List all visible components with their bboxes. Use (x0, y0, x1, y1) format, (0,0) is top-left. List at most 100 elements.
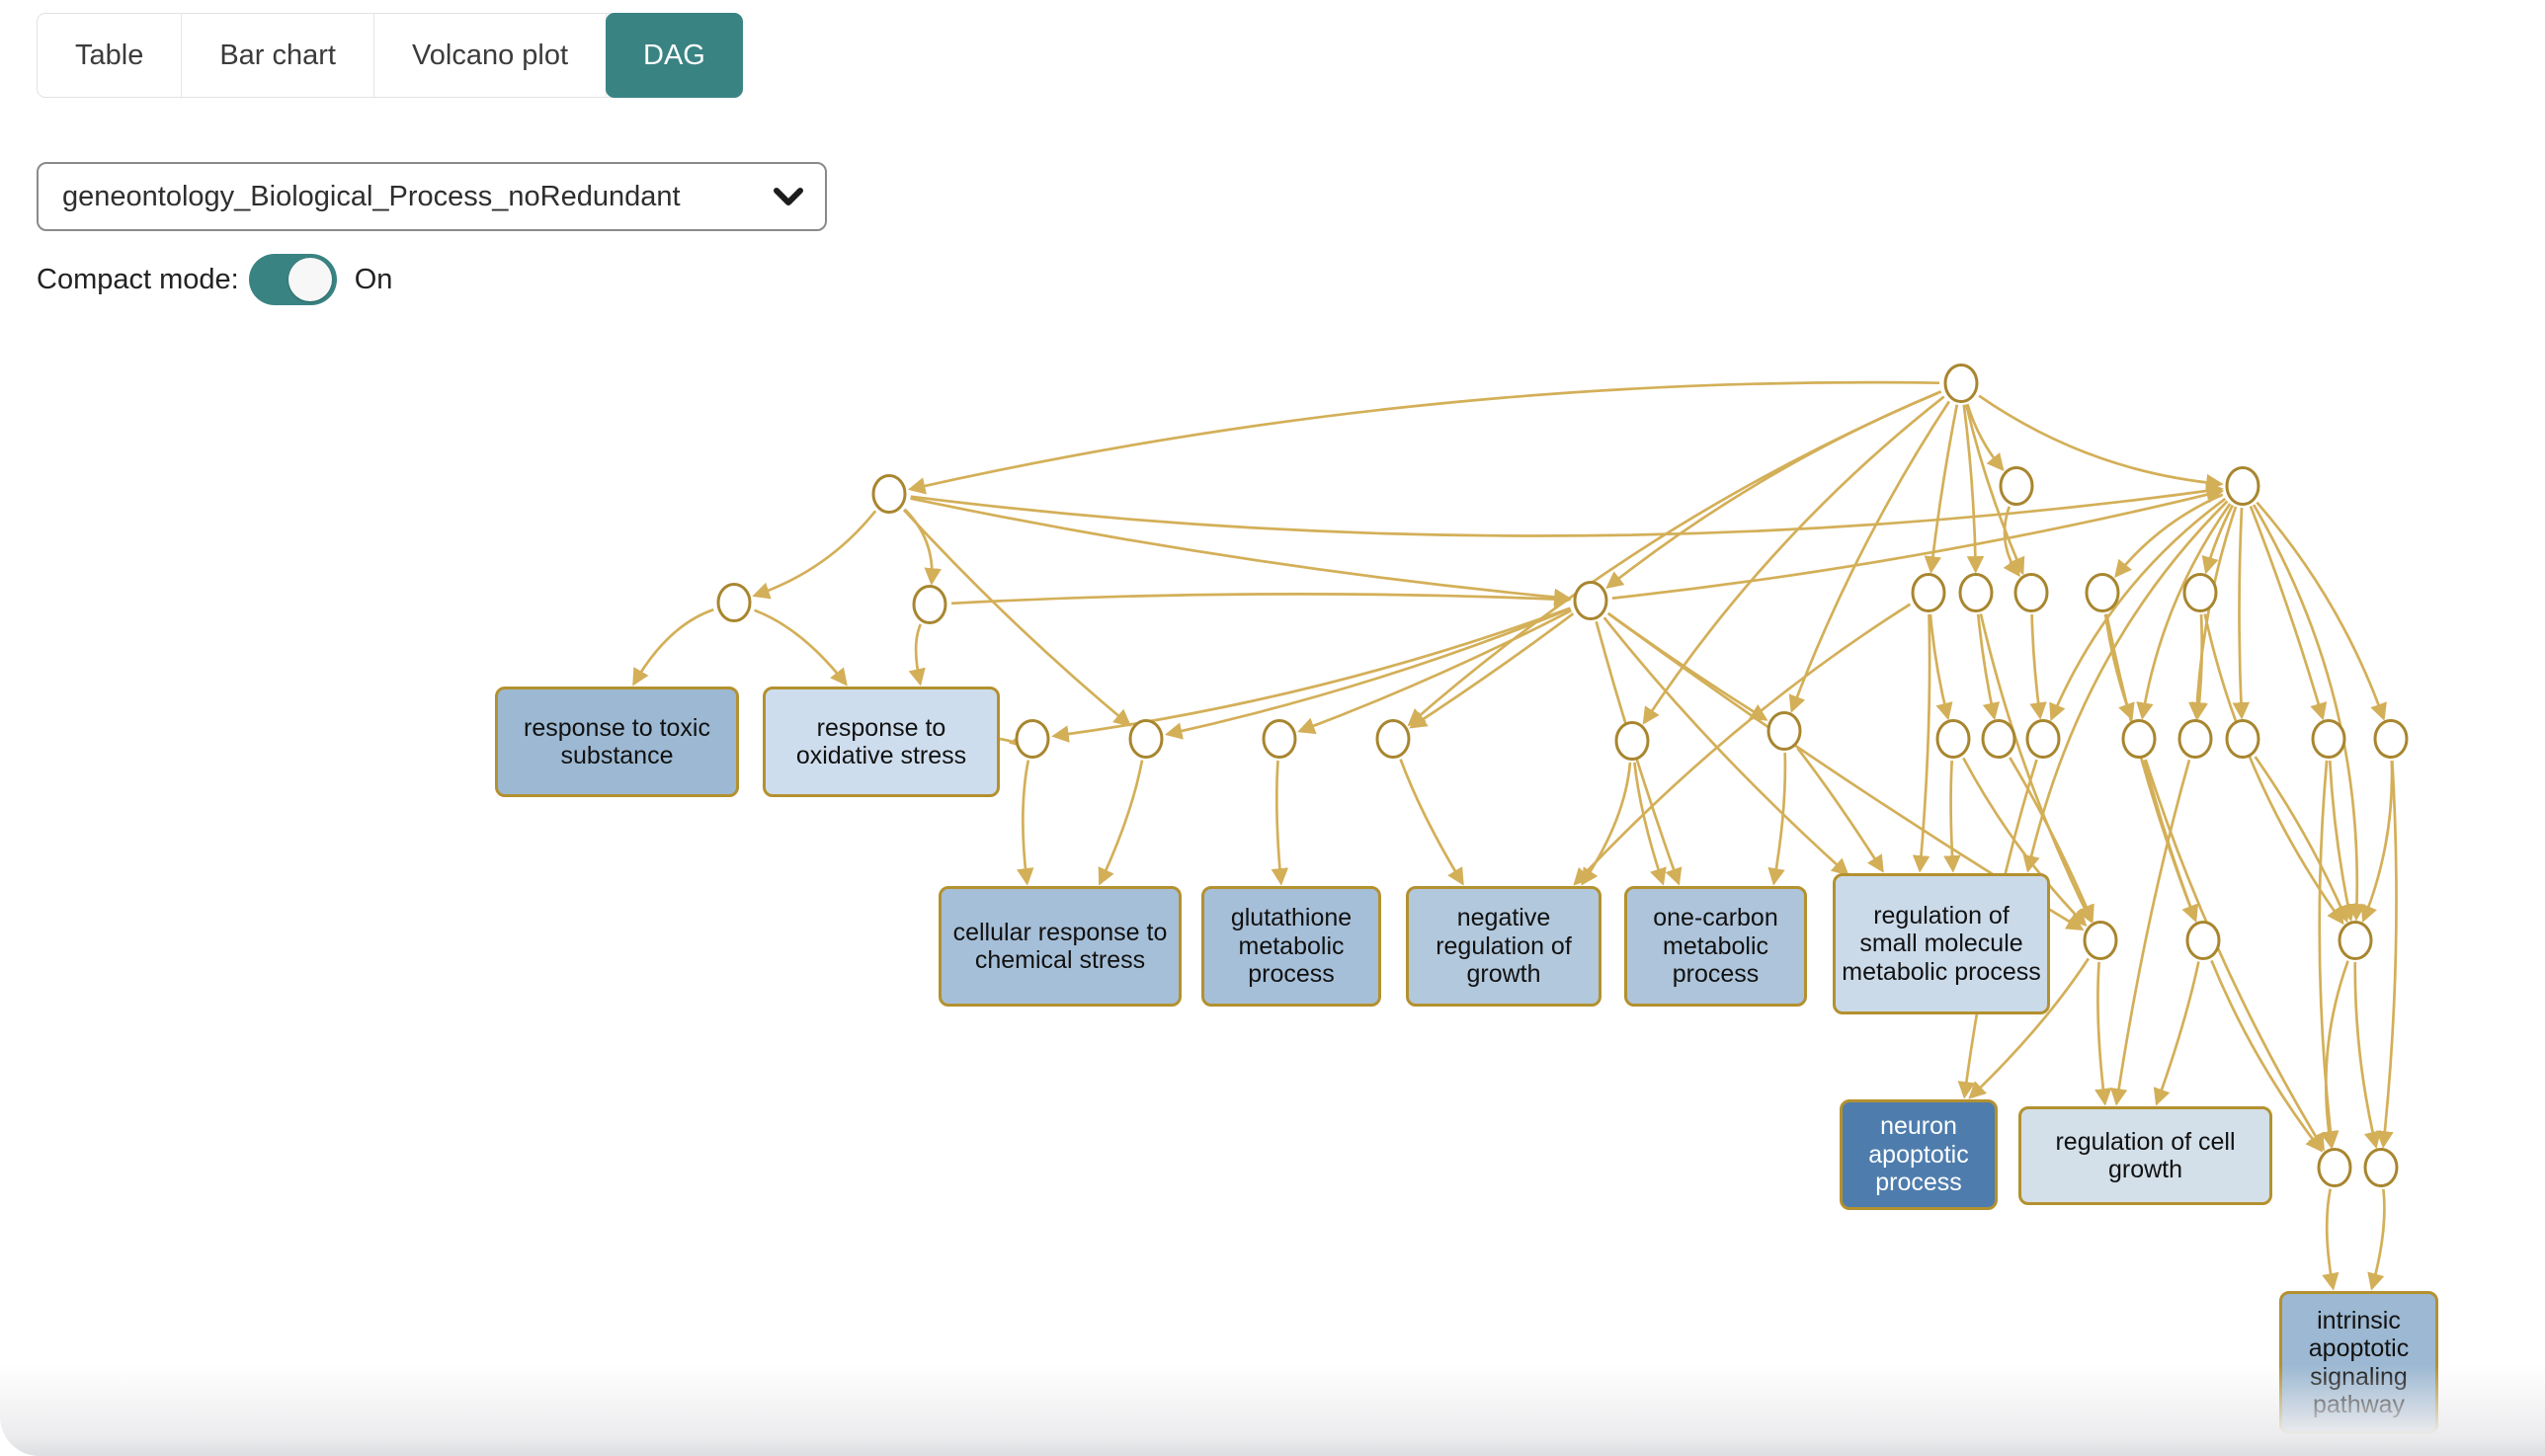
dag-edge (903, 508, 942, 586)
dag-edge (2094, 961, 2112, 1106)
dag-circle-nodes (716, 364, 2409, 1187)
dag-edge (2144, 759, 2325, 1152)
dag-node-B12[interactable] (2225, 719, 2260, 759)
dag-node-B9[interactable] (2025, 719, 2061, 759)
dag-edge (950, 590, 1572, 608)
dag-node-B2[interactable] (1128, 719, 1164, 759)
dag-edge (2104, 613, 2198, 923)
dag-node-RH[interactable] (2225, 466, 2260, 506)
dag-edge (2136, 503, 2232, 720)
tab-volcano-plot[interactable]: Volcano plot (374, 14, 608, 97)
dag-edge (2353, 961, 2382, 1150)
enrichment-database-select[interactable]: geneontology_Biological_Process_noRedund… (37, 162, 827, 231)
dag-node-B3[interactable] (1262, 719, 1297, 759)
dag-box-BX2[interactable]: response to oxidative stress (763, 687, 1000, 797)
dag-node-LH[interactable] (871, 474, 907, 514)
compact-mode-row: Compact mode: On (37, 253, 392, 306)
dag-box-BX3[interactable]: cellular response to chemical stress (939, 886, 1182, 1007)
dag-edge (754, 608, 848, 687)
tab-bar-chart[interactable]: Bar chart (182, 14, 374, 97)
enrichment-database-value: geneontology_Biological_Process_noRedund… (62, 180, 681, 212)
dag-box-BX5[interactable]: negative regulation of growth (1406, 886, 1601, 1007)
dag-node-B13[interactable] (2311, 719, 2346, 759)
dag-edge (1943, 760, 1961, 873)
dag-edge (2022, 500, 2229, 873)
dag-edge (1607, 611, 1768, 721)
page-bottom-fade (0, 1365, 2545, 1456)
dag-edge (2320, 960, 2349, 1149)
dag-edge (2249, 506, 2328, 721)
dag-node-H3[interactable] (1573, 581, 1608, 620)
dag-edge (2109, 759, 2191, 1106)
dag-edge (2190, 613, 2208, 720)
dag-box-BX6[interactable]: one-carbon metabolic process (1624, 886, 1807, 1007)
dag-edge (1399, 759, 1464, 886)
dag-node-A8[interactable] (2182, 573, 2218, 612)
dag-edge (1966, 403, 2005, 472)
dag-edge (632, 607, 714, 687)
dag-node-B6[interactable] (1766, 711, 1802, 751)
toggle-knob (287, 258, 332, 301)
dag-edge (1788, 400, 1951, 713)
dag-edge (1098, 760, 1144, 886)
dag-edge (1767, 752, 1787, 886)
dag-node-C1[interactable] (2083, 921, 2118, 960)
dag-node-A4[interactable] (1911, 573, 1946, 612)
dag-edge (1976, 613, 2000, 721)
dag-edge (2114, 493, 2224, 578)
dag-edge (1051, 607, 1571, 743)
dag-box-BX1[interactable]: response to toxic substance (495, 687, 739, 797)
dag-edge (2029, 613, 2047, 720)
dag-node-C2[interactable] (2185, 921, 2221, 960)
dag-edge (1407, 390, 1942, 727)
dag-node-R[interactable] (1943, 364, 1979, 403)
dag-edge (1164, 607, 1572, 740)
dag-edge (2367, 1188, 2386, 1291)
dag-box-BX8[interactable]: neuron apoptotic process (1840, 1099, 1998, 1210)
dag-edge (2201, 504, 2234, 575)
dag-node-D2[interactable] (2363, 1148, 2399, 1187)
dag-node-B1[interactable] (1015, 719, 1050, 759)
dag-node-A5[interactable] (1958, 573, 1994, 612)
dag-node-B14[interactable] (2373, 719, 2409, 759)
dag-edge (2254, 756, 2349, 924)
dag-node-A7[interactable] (2085, 573, 2120, 612)
dag-node-B4[interactable] (1375, 719, 1411, 759)
dag-edge (908, 623, 926, 687)
dag-edge (1581, 762, 1632, 886)
dag-box-BX4[interactable]: glutathione metabolic process (1201, 886, 1381, 1007)
dag-node-B8[interactable] (1981, 719, 2016, 759)
dag-node-B11[interactable] (2177, 719, 2213, 759)
dag-box-BX7[interactable]: regulation of small molecule metabolic p… (1833, 873, 2050, 1014)
dag-node-B10[interactable] (2121, 719, 2157, 759)
dag-box-BX9[interactable]: regulation of cell growth (2018, 1106, 2272, 1205)
dag-edge (2252, 504, 2366, 922)
dag-box-BX10[interactable]: intrinsic apoptotic signaling pathway (2279, 1291, 2438, 1434)
dag-edge (1271, 760, 1289, 886)
dag-edge (910, 497, 1572, 607)
dag-edge (999, 731, 1027, 749)
dag-edge (2103, 613, 2135, 721)
dag-edge (2322, 1188, 2340, 1291)
dag-edge (1605, 390, 1942, 590)
compact-mode-toggle[interactable] (248, 254, 337, 305)
dag-edge (1796, 747, 1884, 873)
tab-dag[interactable]: DAG (606, 13, 743, 98)
dag-node-B5[interactable] (1614, 721, 1650, 761)
dag-edge (2203, 613, 2344, 926)
dag-edge (2143, 759, 2199, 923)
dag-edge (1912, 613, 1931, 873)
dag-edge (2256, 501, 2387, 721)
dag-node-A1[interactable] (716, 583, 752, 622)
dag-edge (752, 510, 877, 600)
dag-edge (2318, 760, 2340, 1149)
dag-node-A2[interactable] (912, 585, 947, 624)
dag-edge (2360, 760, 2394, 924)
dag-node-D1[interactable] (2317, 1148, 2352, 1187)
dag-node-B7[interactable] (1935, 719, 1971, 759)
dag-node-A6[interactable] (2013, 573, 2049, 612)
dag-edge (2328, 760, 2356, 923)
tab-table[interactable]: Table (38, 14, 183, 97)
dag-node-C3[interactable] (2338, 921, 2373, 960)
dag-node-M1[interactable] (1999, 466, 2034, 506)
